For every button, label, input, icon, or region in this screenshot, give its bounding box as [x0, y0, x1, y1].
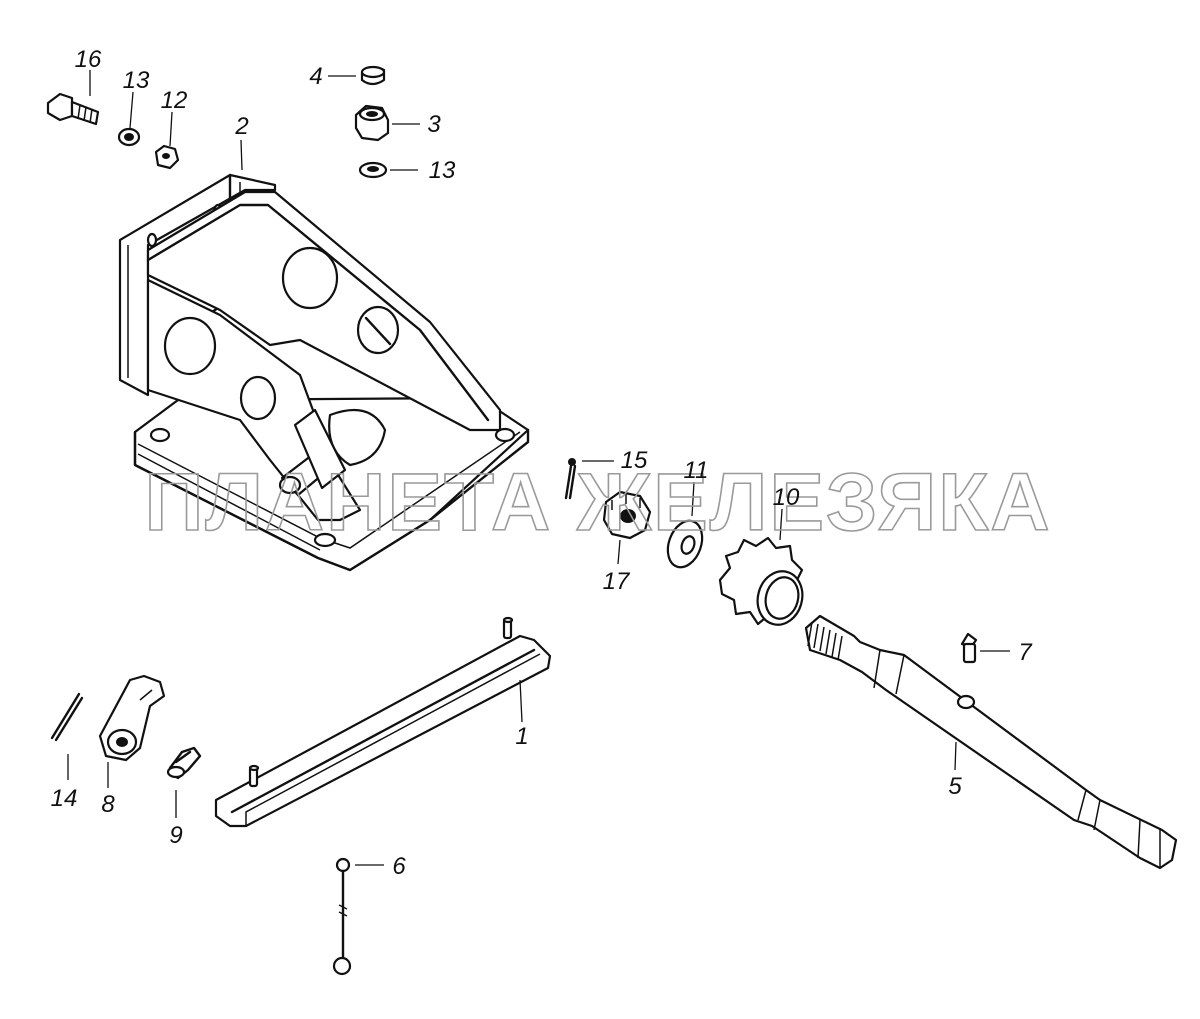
callout-9: 9 [169, 822, 182, 849]
part-7-pin [960, 632, 978, 664]
part-16-bolt [46, 92, 100, 126]
callout-13-b: 13 [429, 157, 456, 184]
part-2-bracket [118, 173, 530, 572]
callout-4: 4 [309, 63, 322, 90]
part-3-nut [354, 104, 390, 142]
watermark-text: ПЛАНЕТА ЖЕЛЕЗЯКА [144, 457, 1051, 548]
callout-13-a: 13 [123, 67, 150, 94]
part-15-cotter-pin [564, 458, 577, 500]
callout-1: 1 [515, 723, 528, 750]
callout-17: 17 [603, 568, 631, 595]
part-14-cotter-pin [50, 692, 84, 742]
part-13-washer-b [358, 161, 388, 179]
part-10-gear [718, 536, 804, 626]
callout-16: 16 [75, 46, 102, 73]
callout-8: 8 [101, 791, 115, 818]
part-11-washer [666, 519, 704, 569]
callout-15: 15 [621, 447, 648, 474]
callout-labels: 16 13 12 2 4 3 13 15 11 10 17 7 1 5 14 8… [51, 46, 1034, 880]
callout-7: 7 [1018, 639, 1033, 666]
part-8-clamp-lever [98, 674, 166, 762]
part-17-castle-nut [602, 490, 652, 540]
part-5-shaft [804, 614, 1178, 870]
callout-12: 12 [161, 87, 188, 114]
part-4-cap [360, 65, 386, 86]
leader-lines [67, 70, 1010, 866]
part-13-washer-a [117, 127, 141, 147]
part-1-rail [214, 616, 552, 828]
callout-3: 3 [427, 111, 441, 138]
callout-14: 14 [51, 785, 78, 812]
part-6-rod [332, 857, 352, 976]
callout-5: 5 [948, 773, 962, 800]
part-9-spring-clip [166, 746, 202, 780]
callout-6: 6 [392, 853, 406, 880]
part-12-nut [154, 144, 180, 170]
callout-10: 10 [773, 484, 800, 511]
callout-2: 2 [234, 113, 248, 140]
callout-11: 11 [684, 457, 709, 484]
